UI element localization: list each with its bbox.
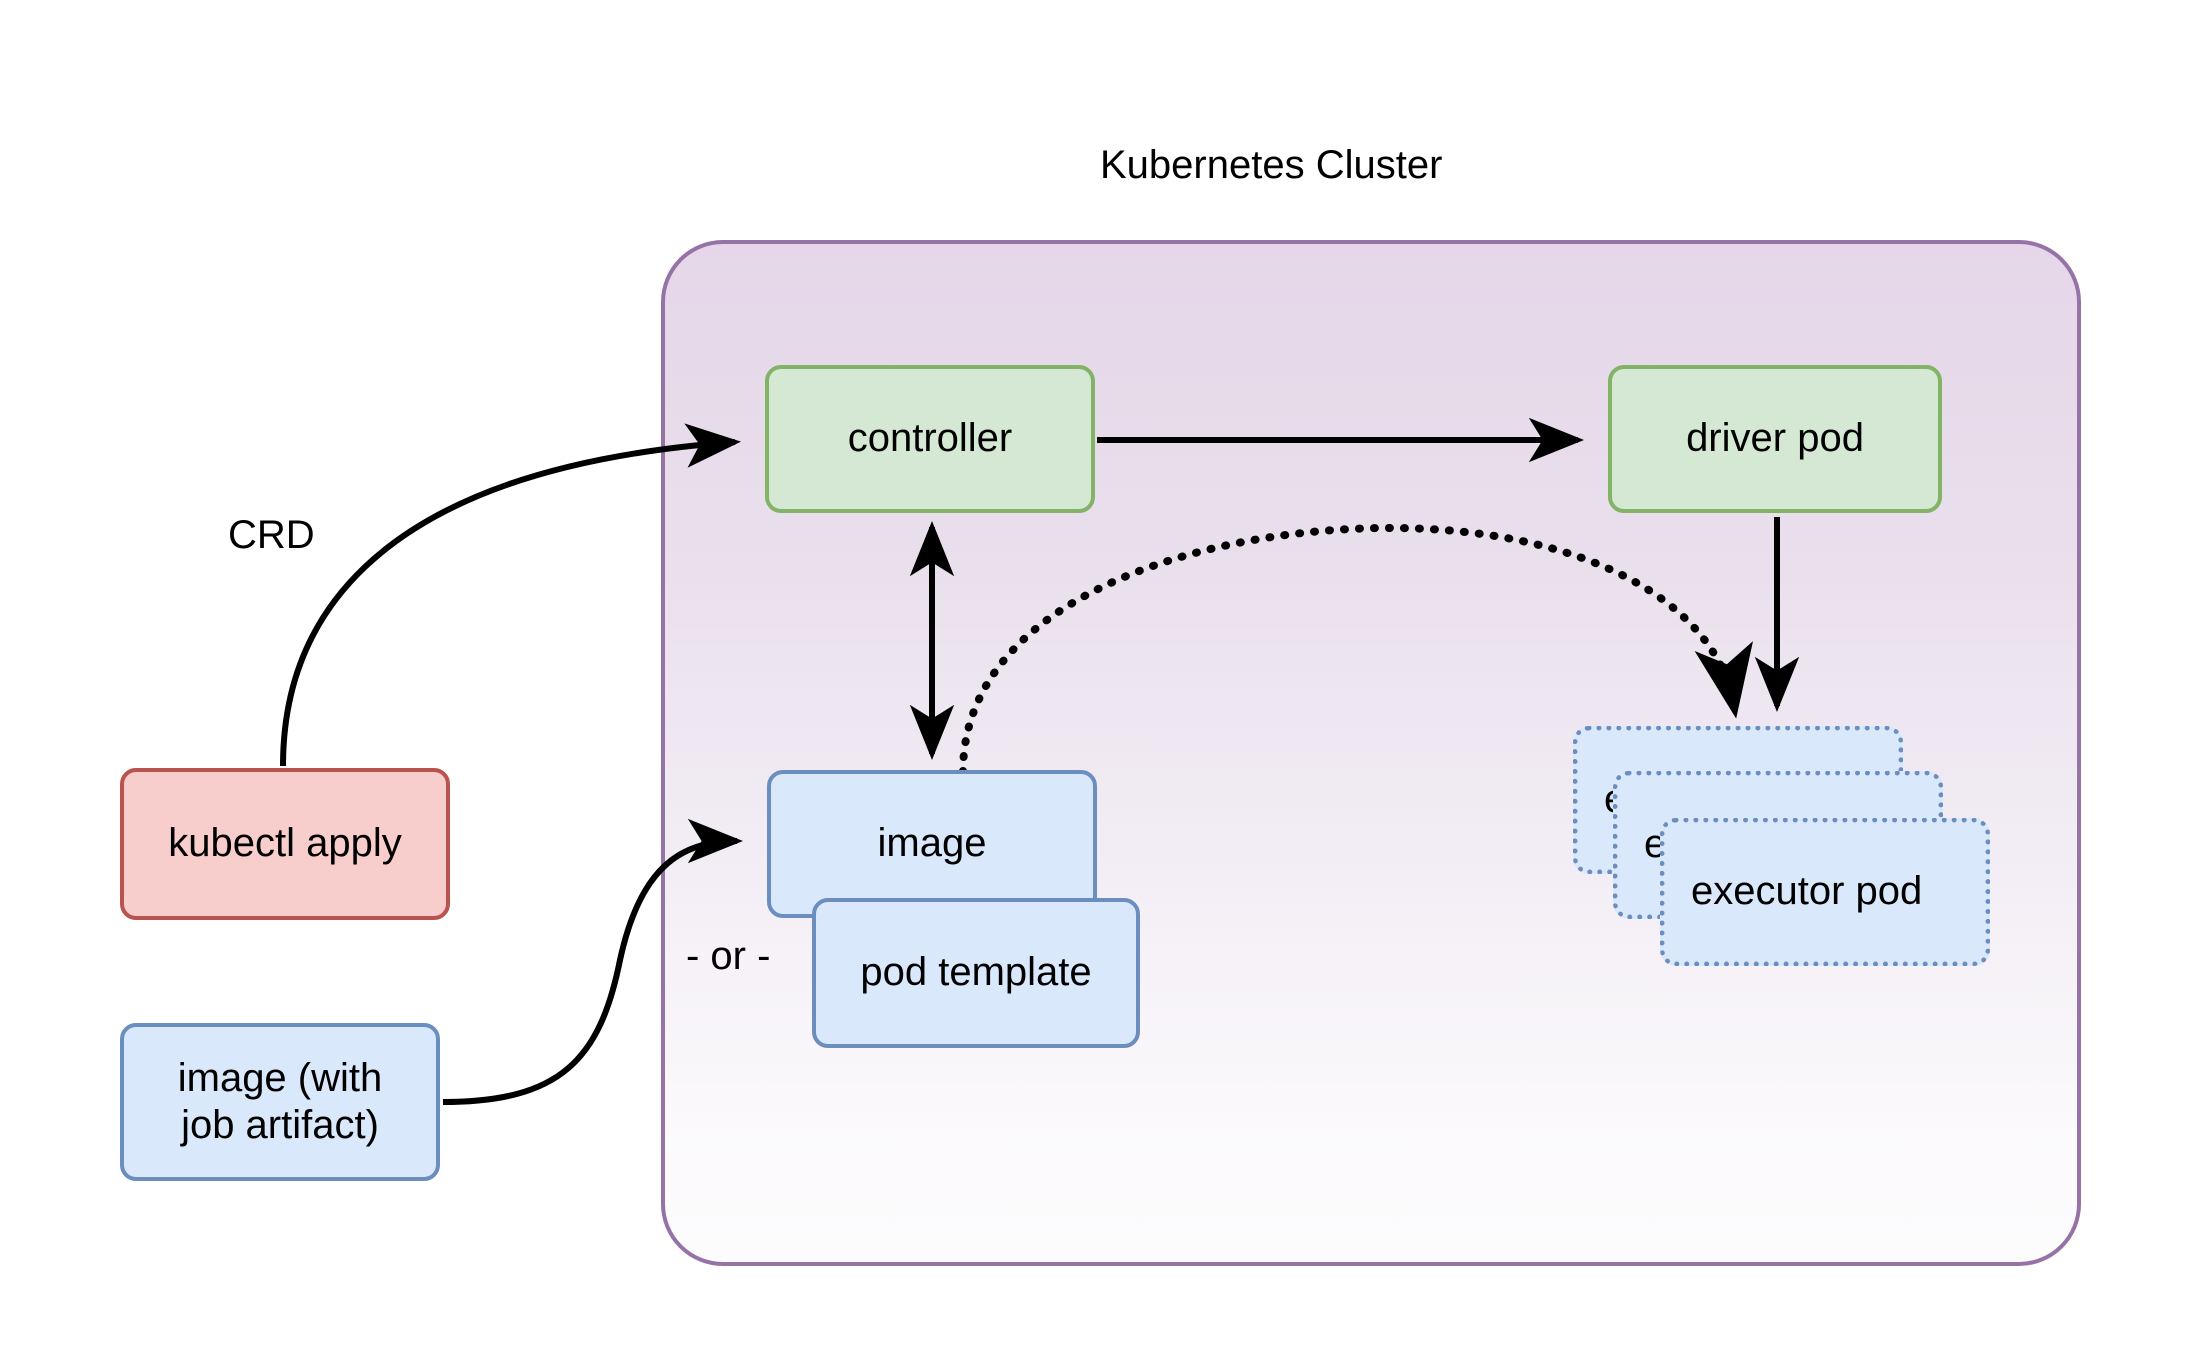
node-controller-label: controller: [847, 416, 1013, 461]
node-driver-pod-label: driver pod: [1686, 416, 1864, 461]
node-kubectl-apply-label: kubectl apply: [168, 821, 402, 866]
edge-label-or: - or -: [686, 934, 771, 978]
node-image-label: image: [877, 821, 987, 866]
node-executor-pod-3-label: executor pod: [1691, 869, 1923, 914]
node-controller[interactable]: controller: [765, 365, 1095, 513]
node-kubectl-apply[interactable]: kubectl apply: [120, 768, 450, 920]
node-image[interactable]: image: [767, 770, 1097, 918]
node-executor-pod-3[interactable]: executor pod: [1660, 818, 1990, 966]
node-image-with-job-artifact-label: image (with job artifact): [177, 1055, 383, 1147]
node-driver-pod[interactable]: driver pod: [1608, 365, 1942, 513]
node-pod-template-label: pod template: [860, 950, 1092, 995]
node-pod-template[interactable]: pod template: [812, 898, 1140, 1048]
node-image-with-job-artifact[interactable]: image (with job artifact): [120, 1023, 440, 1181]
edge-label-crd: CRD: [228, 513, 315, 557]
cluster-title: Kubernetes Cluster: [1100, 143, 1443, 187]
